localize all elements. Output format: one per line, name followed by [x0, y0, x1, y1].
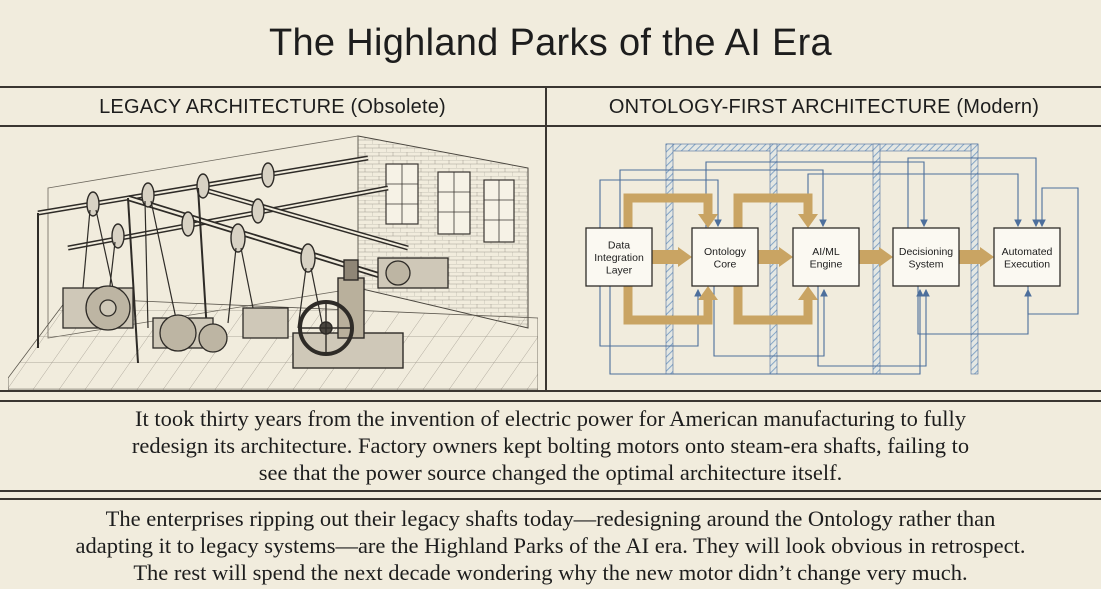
page-title: The Highland Parks of the AI Era	[268, 21, 832, 64]
node-label: Execution	[1004, 258, 1050, 270]
node-label: Ontology	[704, 246, 747, 258]
paragraph-history: It took thirty years from the invention …	[0, 405, 1101, 486]
connector-line	[817, 286, 930, 367]
gold-arrow-head	[798, 214, 818, 228]
paragraph-conclusion-line: The rest will spend the next decade wond…	[133, 560, 968, 585]
connector-line	[807, 173, 1022, 228]
node-label: System	[908, 258, 943, 270]
divider-para1-bottom	[0, 490, 1101, 492]
divider-column	[545, 86, 547, 391]
pipe-top	[665, 143, 979, 152]
connector-line	[907, 157, 1040, 228]
connector-line	[713, 286, 828, 357]
factory-sketch-svg	[7, 135, 539, 391]
gold-arrow-head	[698, 214, 718, 228]
gold-arrow	[623, 193, 713, 228]
divider-para1-top	[0, 400, 1101, 402]
connector-line	[1027, 187, 1079, 315]
node-box	[892, 227, 960, 287]
gold-arrow-head	[779, 247, 793, 267]
node-label: Automated	[1002, 246, 1053, 258]
node-label: Integration	[594, 252, 644, 264]
connector-line	[619, 169, 827, 228]
node-box	[585, 227, 653, 287]
gold-arrow	[733, 286, 813, 325]
gold-flow-arrows	[623, 193, 994, 325]
gold-arrow-head	[980, 247, 994, 267]
node-box	[993, 227, 1061, 287]
connector-line	[599, 179, 722, 228]
paragraph-history-line: It took thirty years from the invention …	[135, 406, 966, 431]
node-label: AI/ML	[812, 246, 840, 258]
paragraph-history-line: redesign its architecture. Factory owner…	[131, 433, 970, 458]
paragraph-history-line: see that the power source changed the op…	[258, 460, 843, 485]
node-label: Engine	[810, 258, 843, 270]
legacy-factory-illustration	[7, 128, 539, 391]
node-label: Decisioning	[899, 246, 953, 258]
gold-arrow	[623, 286, 713, 325]
gold-arrow-head	[879, 247, 893, 267]
node-box	[691, 227, 759, 287]
divider-para2-top	[0, 498, 1101, 500]
node-label: Layer	[606, 265, 633, 277]
paragraph-conclusion: The enterprises ripping out their legacy…	[0, 505, 1101, 586]
node-label: Core	[714, 258, 737, 270]
modern-heading: ONTOLOGY-FIRST ARCHITECTURE (Modern)	[608, 95, 1040, 118]
node-box	[792, 227, 860, 287]
connector-line	[609, 286, 924, 375]
divider-top	[0, 86, 1101, 88]
legacy-heading: LEGACY ARCHITECTURE (Obsolete)	[99, 95, 446, 118]
gold-arrow-head	[678, 247, 692, 267]
divider-header	[0, 125, 1101, 127]
node-label: Data	[608, 240, 630, 252]
paragraph-conclusion-line: The enterprises ripping out their legacy…	[105, 506, 996, 531]
gold-arrow-head	[798, 286, 818, 300]
divider-panels-bottom	[0, 390, 1101, 392]
gold-arrow	[733, 193, 813, 228]
gold-arrow-head	[698, 286, 718, 300]
paragraph-conclusion-line: adapting it to legacy systems—are the Hi…	[75, 533, 1026, 558]
